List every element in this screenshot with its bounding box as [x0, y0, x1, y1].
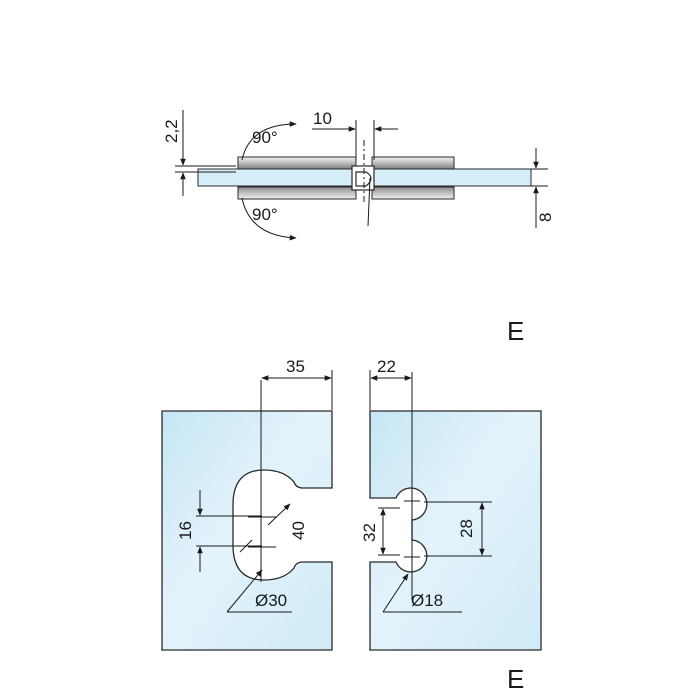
left-glass-panel: 35 16 40 Ø30: [161, 357, 333, 651]
dim-gap-left: 2,2: [162, 119, 181, 143]
right-panel-body: [369, 410, 542, 651]
right-glass-panel: 22 32 28 Ø18: [360, 357, 542, 651]
angle-upper: 90°: [252, 128, 278, 147]
hinge-plate-lower-right: [371, 186, 455, 200]
left-dim-height: 40: [289, 521, 308, 540]
angle-lower: 90°: [252, 205, 278, 224]
top-view-section: 2,2 10 90° 90° 8: [162, 109, 555, 241]
right-dim-height-outer: 32: [360, 523, 379, 542]
left-dim-diameter: Ø30: [255, 591, 287, 610]
hinge-plate-upper-right: [371, 156, 455, 170]
dim-width: 10: [313, 109, 332, 128]
right-dim-diameter: Ø18: [411, 591, 443, 610]
section-mark-top: E: [507, 316, 524, 346]
section-mark-bottom: E: [507, 664, 524, 694]
right-dim-height-inner: 28: [457, 519, 476, 538]
left-dim-small: 16: [176, 521, 195, 540]
right-dim-offset: 22: [377, 357, 396, 376]
hinge-plate-lower-left: [237, 186, 357, 200]
hinge-plate-upper-left: [237, 156, 357, 170]
left-dim-offset: 35: [286, 357, 305, 376]
dim-glass-thickness: 8: [536, 213, 555, 222]
left-panel-shape: [161, 410, 333, 651]
